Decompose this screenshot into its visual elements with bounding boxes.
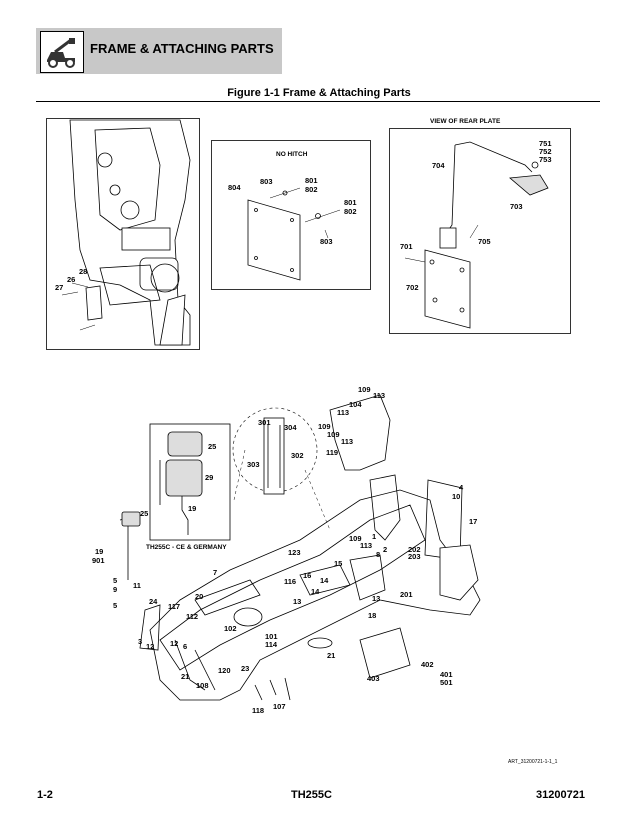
callout: 19 — [188, 504, 197, 513]
callout: 116 — [284, 577, 297, 586]
callout: 113 — [373, 391, 386, 400]
callout: 702 — [406, 283, 419, 292]
callout: 801 — [344, 198, 357, 207]
callout: 11 — [133, 581, 141, 590]
callout: 109 — [349, 534, 362, 543]
callout: 117 — [168, 602, 181, 611]
callout: 12 — [170, 639, 179, 648]
callout: 203 — [408, 552, 421, 561]
callout: 705 — [478, 237, 491, 246]
callout: 303 — [247, 460, 260, 469]
rear-plate-title: VIEW OF REAR PLATE — [430, 118, 501, 125]
callout: 21 — [327, 651, 336, 660]
callout: 109 — [358, 385, 371, 394]
callout: 301 — [258, 418, 271, 427]
callout: 28 — [79, 267, 88, 276]
callout: 14 — [311, 587, 320, 596]
callout: 21 — [181, 672, 190, 681]
callout: 7 — [213, 568, 218, 577]
callout: 701 — [400, 242, 413, 251]
callout: 114 — [265, 640, 278, 649]
callout: 752 — [539, 147, 552, 156]
callout: 113 — [360, 541, 373, 550]
callout: 25 — [208, 442, 217, 451]
callout: 2 — [383, 545, 388, 554]
document-number: 31200721 — [536, 789, 585, 801]
callout: 703 — [510, 202, 523, 211]
mirror-caption: TH255C - CE & GERMANY — [146, 544, 227, 551]
title-rule — [36, 101, 600, 102]
callout: 5 — [113, 576, 118, 585]
callout: 108 — [196, 681, 209, 690]
callout: 751 — [539, 139, 552, 148]
callout: 801 — [305, 176, 318, 185]
no-hitch-box — [211, 140, 371, 290]
callout: 20 — [195, 592, 204, 601]
callout: 802 — [344, 207, 357, 216]
art-reference: ART_31200721-1-1_1 — [508, 759, 558, 765]
callout: 3 — [138, 637, 143, 646]
callout: 104 — [349, 400, 362, 409]
page-section-title: FRAME & ATTACHING PARTS — [90, 41, 274, 56]
callout: 29 — [205, 473, 214, 482]
page-number: 1-2 — [37, 789, 53, 801]
callout: 17 — [469, 517, 478, 526]
callout: 403 — [367, 674, 380, 683]
callout: 202 — [408, 545, 421, 554]
callout: 15 — [334, 559, 343, 568]
callout: 109 — [318, 422, 331, 431]
telehandler-icon — [40, 31, 84, 73]
callout: 24 — [149, 597, 158, 606]
callout: 14 — [320, 576, 329, 585]
callout: 6 — [183, 642, 188, 651]
callout: 401 — [440, 670, 453, 679]
callout: 113 — [341, 437, 354, 446]
callout: 16 — [303, 571, 312, 580]
callout: 8 — [376, 550, 381, 559]
callout: 901 — [92, 556, 105, 565]
callout: 4 — [459, 483, 464, 492]
callout: 123 — [288, 548, 301, 557]
callout: 118 — [252, 706, 265, 715]
callout: 304 — [284, 423, 297, 432]
callout: 101 — [265, 632, 278, 641]
callout: 12 — [146, 642, 155, 651]
callout: 804 — [228, 183, 241, 192]
callout: 25 — [140, 509, 149, 518]
callout: 23 — [241, 664, 250, 673]
callout: 113 — [337, 408, 350, 417]
callout: 13 — [293, 597, 302, 606]
callout: 9 — [113, 585, 118, 594]
callout: 112 — [186, 612, 199, 621]
callout: 13 — [372, 594, 381, 603]
callout: 27 — [55, 283, 64, 292]
callout: 1 — [372, 532, 377, 541]
callout: 803 — [320, 237, 333, 246]
no-hitch-title: NO HITCH — [276, 151, 308, 158]
callout: 109 — [327, 430, 340, 439]
callout: 802 — [305, 185, 318, 194]
callout: 201 — [400, 590, 413, 599]
callout: 501 — [440, 678, 453, 687]
callout: 5 — [113, 601, 118, 610]
callout: 19 — [95, 547, 104, 556]
figure-title: Figure 1-1 Frame & Attaching Parts — [227, 87, 411, 99]
callout: 803 — [260, 177, 273, 186]
callout: 704 — [432, 161, 445, 170]
callout: 26 — [67, 275, 76, 284]
callout: 102 — [224, 624, 237, 633]
callout: 120 — [218, 666, 231, 675]
callout: 107 — [273, 702, 286, 711]
callout: 753 — [539, 155, 552, 164]
model-name: TH255C — [291, 789, 332, 801]
callout: 302 — [291, 451, 304, 460]
callout: 119 — [326, 448, 339, 457]
rear-plate-box — [389, 128, 571, 334]
callout: 402 — [421, 660, 434, 669]
callout: 18 — [368, 611, 377, 620]
callout: 10 — [452, 492, 461, 501]
